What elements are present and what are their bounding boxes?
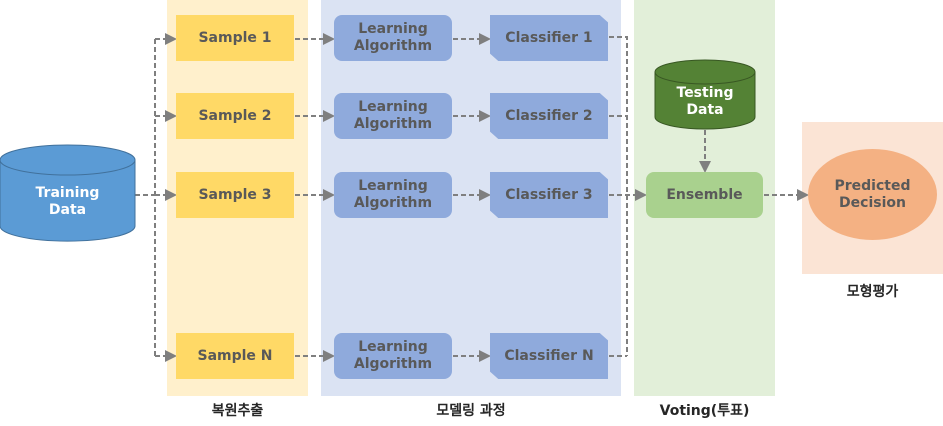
evaluation-section-label: 모형평가 — [846, 284, 899, 300]
training-data-cylinder — [0, 144, 136, 242]
classifier-1-label: Classifier 1 — [505, 29, 593, 46]
algorithm-3-line2: Algorithm — [353, 195, 433, 211]
testing-data-line1: Testing — [676, 85, 734, 101]
algorithm-1-line2: Algorithm — [353, 38, 433, 54]
classifier-n-label: Classifier N — [504, 347, 594, 364]
sample-1-box[interactable]: Sample 1 — [176, 15, 294, 61]
classifier-3-box[interactable]: Classifier 3 — [490, 172, 608, 218]
ensemble-box[interactable]: Ensemble — [646, 172, 763, 218]
sample-3-box[interactable]: Sample 3 — [176, 172, 294, 218]
decision-line2: Decision — [839, 194, 906, 211]
sampling-section-label: 복원추출 — [211, 403, 264, 419]
algorithm-2-line2: Algorithm — [353, 116, 433, 132]
algorithm-n-line1: Learning — [358, 339, 428, 355]
training-data-line1: Training — [35, 185, 100, 201]
sample-2-box[interactable]: Sample 2 — [176, 93, 294, 139]
sample-3-label: Sample 3 — [198, 186, 272, 203]
classifier-2-label: Classifier 2 — [505, 107, 593, 124]
sample-n-label: Sample N — [197, 347, 273, 364]
modeling-section-label: 모델링 과정 — [436, 403, 506, 419]
decision-line1: Predicted — [834, 177, 911, 194]
algorithm-3-line1: Learning — [358, 178, 428, 194]
sample-2-label: Sample 2 — [198, 107, 272, 124]
classifier-n-box[interactable]: Classifier N — [490, 333, 608, 379]
voting-section-label: Voting(투표) — [659, 403, 750, 419]
ensemble-label: Ensemble — [666, 186, 743, 203]
algorithm-1-line1: Learning — [358, 21, 428, 37]
testing-data-cylinder — [654, 59, 756, 130]
algorithm-2-line1: Learning — [358, 99, 428, 115]
algorithm-n-line2: Algorithm — [353, 356, 433, 372]
classifier-3-label: Classifier 3 — [505, 186, 593, 203]
connector-clf-1-merge — [609, 36, 628, 356]
classifier-2-box[interactable]: Classifier 2 — [490, 93, 608, 139]
classifier-1-box[interactable]: Classifier 1 — [490, 15, 608, 61]
training-data-line2: Data — [48, 202, 87, 218]
sample-n-box[interactable]: Sample N — [176, 333, 294, 379]
testing-data-line2: Data — [686, 102, 724, 118]
sample-1-label: Sample 1 — [198, 29, 272, 46]
